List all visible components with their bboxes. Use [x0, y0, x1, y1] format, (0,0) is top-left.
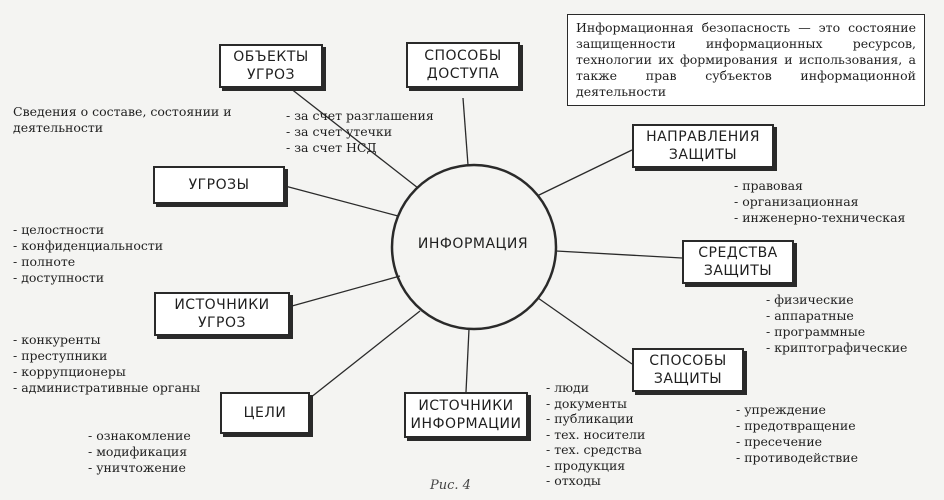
list-item: инженерно-техническая — [734, 210, 905, 226]
list-item: предотвращение — [736, 418, 858, 434]
list-item: криптографические — [766, 340, 907, 356]
box-threats-label: УГРОЗЫ — [188, 177, 250, 193]
box-protection-methods: СПОСОБЫ ЗАЩИТЫ — [632, 348, 744, 392]
list-item: документы — [546, 396, 645, 412]
definition-box: Информационная безопасность — это состоя… — [567, 14, 925, 106]
box-protection-directions-label: НАПРАВЛЕНИЯ ЗАЩИТЫ — [646, 129, 760, 163]
box-threats: УГРОЗЫ — [153, 166, 285, 204]
connector-threats — [284, 185, 399, 217]
directions-list: правовая организационная инженерно-техни… — [734, 178, 905, 226]
connector-sources-info — [465, 328, 470, 393]
list-item: коррупционеры — [13, 364, 200, 380]
box-goals: ЦЕЛИ — [220, 392, 310, 434]
list-item: пресечение — [736, 434, 858, 450]
box-access-methods: СПОСОБЫ ДОСТУПА — [406, 42, 520, 88]
list-item: продукция — [546, 458, 645, 474]
box-info-sources: ИСТОЧНИКИ ИНФОРМАЦИИ — [404, 392, 528, 438]
list-item: тех. носители — [546, 427, 645, 443]
list-item: конкуренты — [13, 332, 200, 348]
list-item: тех. средства — [546, 442, 645, 458]
goals-list: ознакомление модификация уничтожение — [88, 428, 191, 476]
list-item: физические — [766, 292, 907, 308]
box-threat-sources-label: ИСТОЧНИКИ УГРОЗ — [174, 297, 270, 331]
list-item: программные — [766, 324, 907, 340]
box-protection-means: СРЕДСТВА ЗАЩИТЫ — [682, 240, 794, 284]
list-item: преступники — [13, 348, 200, 364]
information-circle — [390, 163, 558, 331]
list-item: модификация — [88, 444, 191, 460]
connector-methods — [537, 297, 633, 365]
list-item: правовая — [734, 178, 905, 194]
means-list: физические аппаратные программные крипто… — [766, 292, 907, 356]
box-threat-sources: ИСТОЧНИКИ УГРОЗ — [154, 292, 290, 336]
info-sources-list: люди документы публикации тех. носители … — [546, 380, 645, 489]
threats-list: целостности конфиденциальности полноте д… — [13, 222, 163, 286]
box-objects-threats-label: ОБЪЕКТЫ УГРОЗ — [233, 49, 309, 83]
box-objects-threats: ОБЪЕКТЫ УГРОЗ — [219, 44, 323, 88]
list-item: отходы — [546, 473, 645, 489]
figure-caption: Рис. 4 — [430, 478, 471, 493]
box-info-sources-label: ИСТОЧНИКИ ИНФОРМАЦИИ — [410, 398, 522, 432]
list-item: люди — [546, 380, 645, 396]
list-item: полноте — [13, 254, 163, 270]
list-item: целостности — [13, 222, 163, 238]
methods-list: упреждение предотвращение пресечение про… — [736, 402, 858, 466]
box-goals-label: ЦЕЛИ — [243, 405, 287, 421]
list-item: публикации — [546, 411, 645, 427]
connector-access — [462, 97, 469, 166]
connector-means — [555, 250, 683, 259]
center-label: ИНФОРМАЦИЯ — [417, 236, 529, 252]
box-access-methods-label: СПОСОБЫ ДОСТУПА — [424, 48, 502, 82]
list-item: конфиденциальности — [13, 238, 163, 254]
list-item: уничтожение — [88, 460, 191, 476]
list-item: аппаратные — [766, 308, 907, 324]
connector-sources-threats — [291, 275, 401, 307]
connector-goals — [309, 310, 421, 399]
box-protection-means-label: СРЕДСТВА ЗАЩИТЫ — [698, 245, 778, 279]
list-item: за счет разглашения — [286, 108, 434, 124]
box-protection-directions: НАПРАВЛЕНИЯ ЗАЩИТЫ — [632, 124, 774, 168]
threat-sources-list: конкуренты преступники коррупционеры адм… — [13, 332, 200, 396]
list-item: за счет утечки — [286, 124, 434, 140]
list-item: административные органы — [13, 380, 200, 396]
list-item: противодействие — [736, 450, 858, 466]
box-protection-methods-label: СПОСОБЫ ЗАЩИТЫ — [649, 353, 727, 387]
objects-note: Сведения о составе, состоянии и деятельн… — [13, 104, 232, 135]
connector-directions — [536, 149, 633, 197]
list-item: ознакомление — [88, 428, 191, 444]
list-item: организационная — [734, 194, 905, 210]
list-item: доступности — [13, 270, 163, 286]
list-item: упреждение — [736, 402, 858, 418]
list-item: за счет НСД — [286, 140, 434, 156]
access-list: за счет разглашения за счет утечки за сч… — [286, 108, 434, 156]
